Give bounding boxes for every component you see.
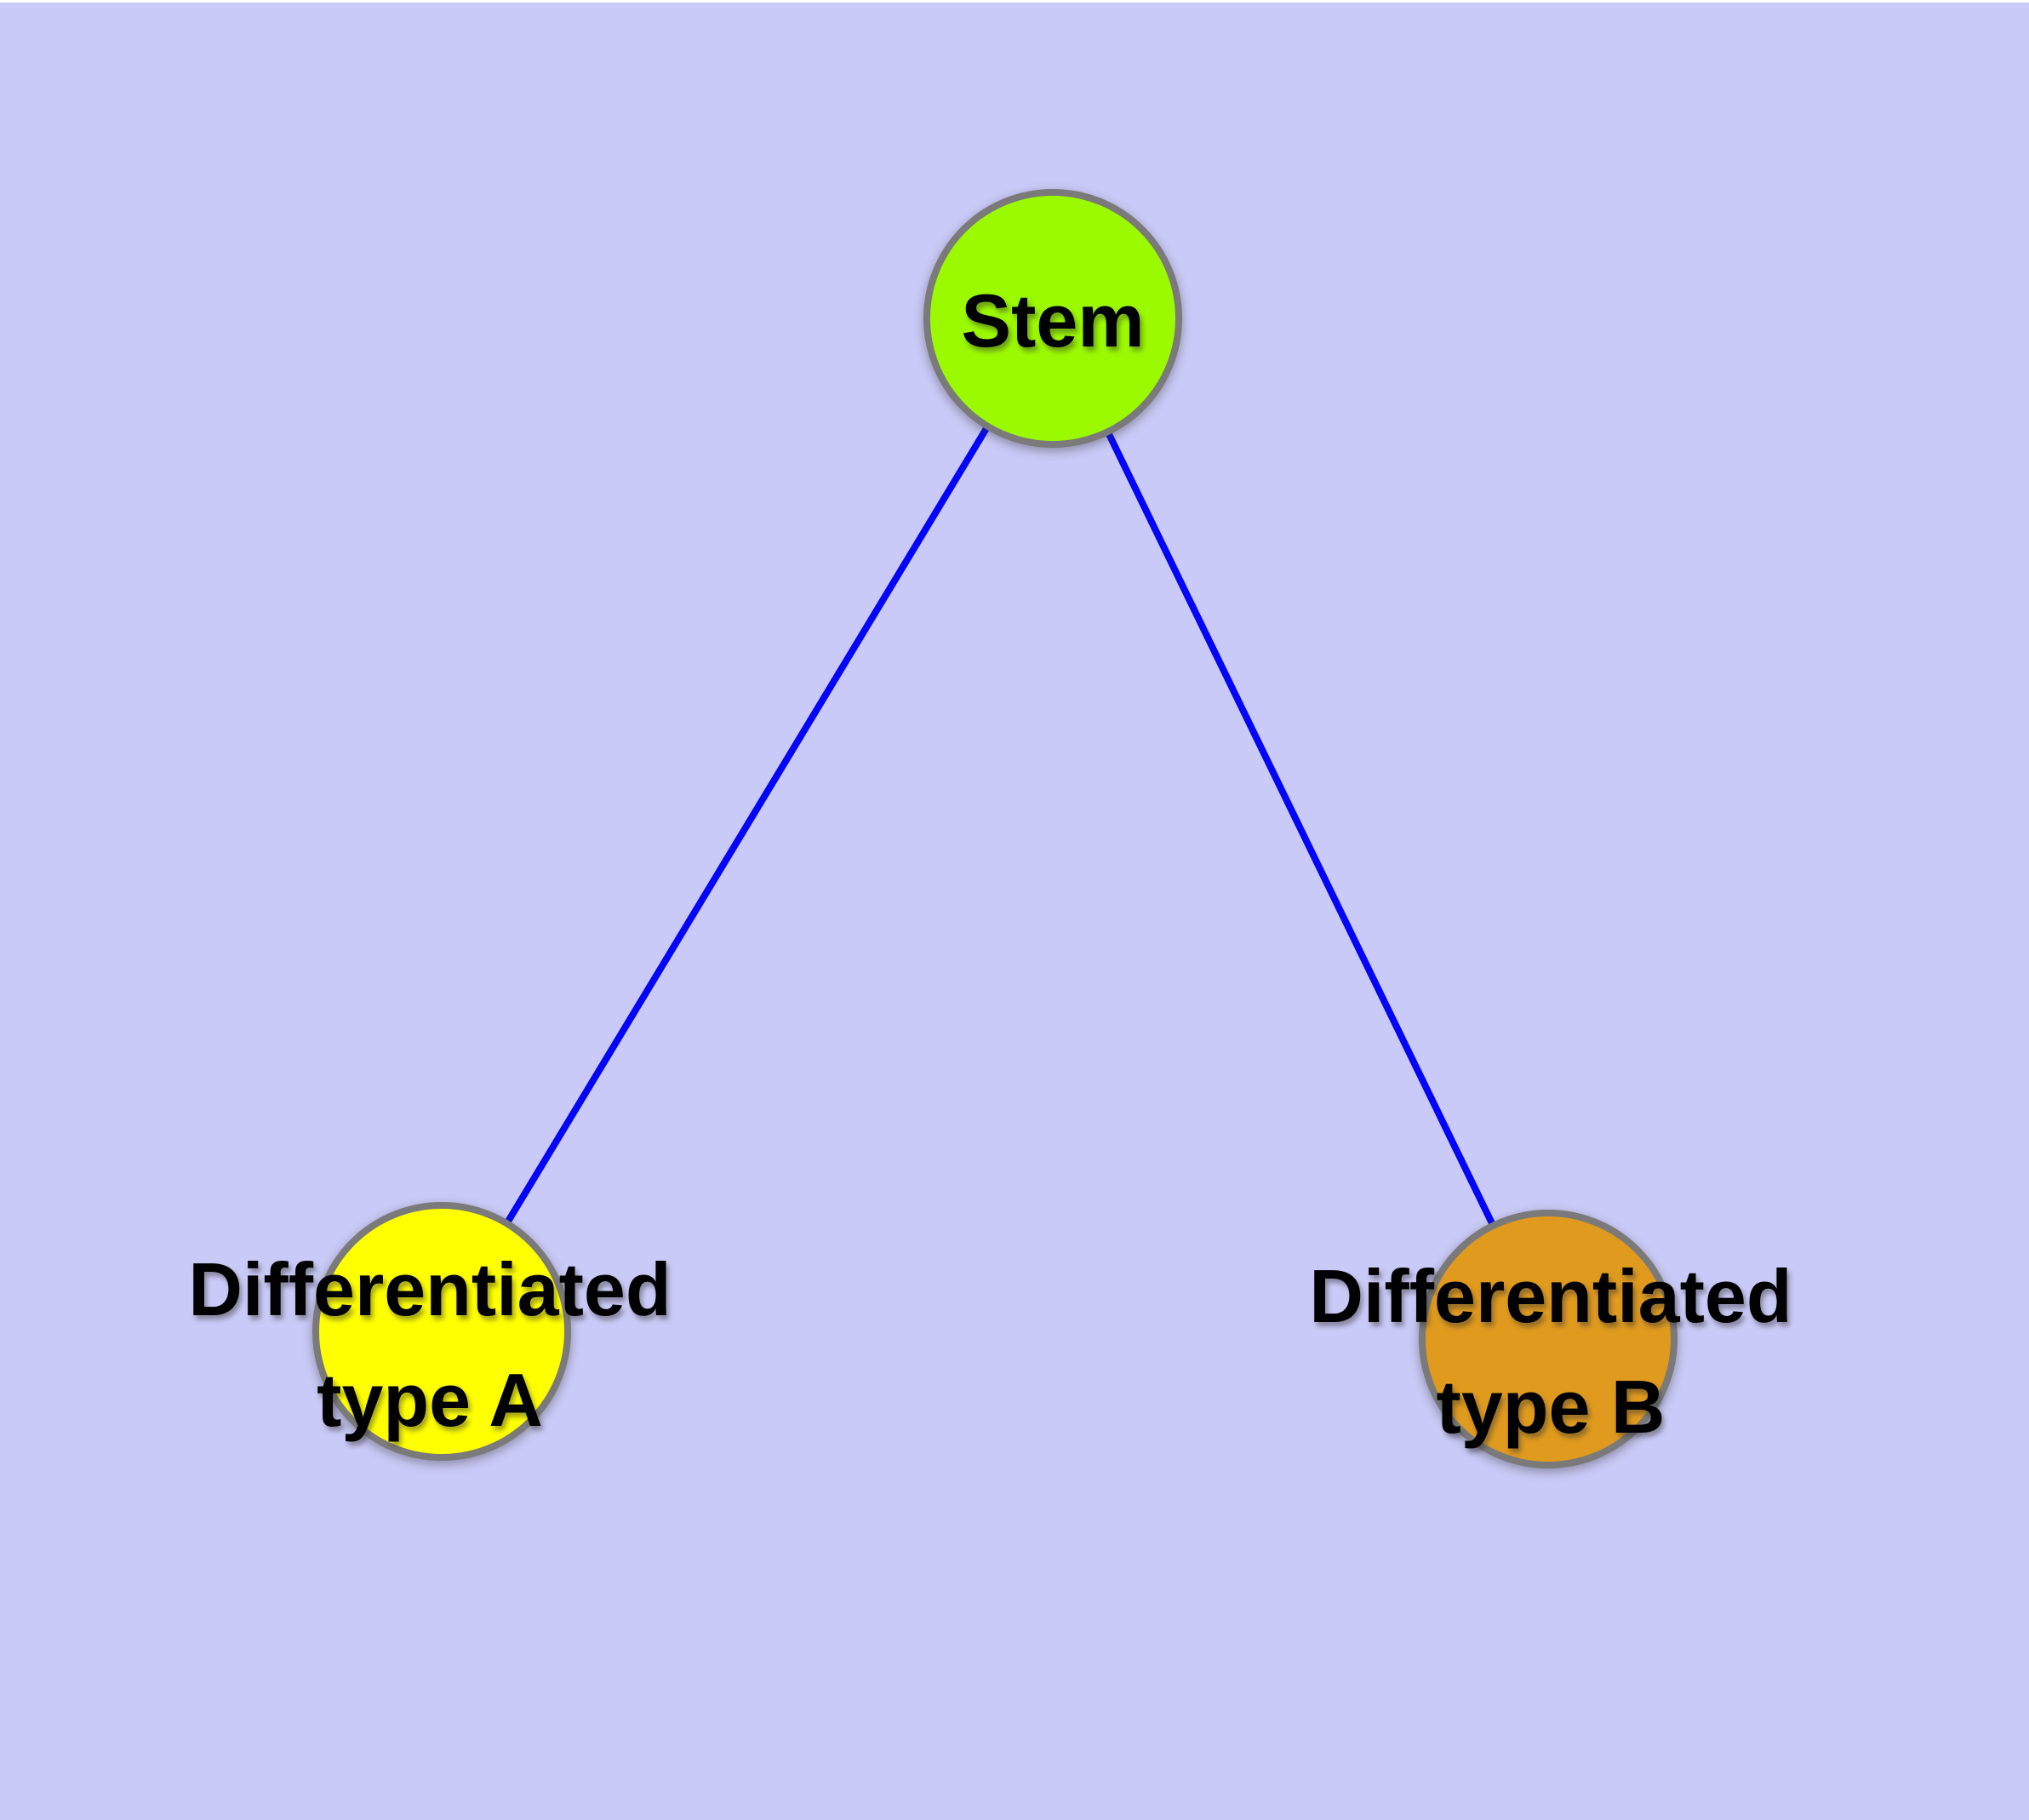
top-border-strip [0, 0, 2029, 3]
node-type-b-label-line1: Differentiated [1309, 1254, 1792, 1338]
node-type-a-label-line1: Differentiated [188, 1247, 671, 1331]
node-differentiated-type-a[interactable] [312, 1202, 571, 1461]
node-type-a-label-line2: type A [317, 1358, 543, 1442]
node-differentiated-type-b[interactable] [1419, 1210, 1677, 1468]
edge-stem-to-type-a [438, 316, 1056, 1334]
node-type-b-label-line2: type B [1437, 1365, 1666, 1449]
node-stem[interactable] [923, 189, 1182, 448]
node-type-a-label: Differentiated type A [188, 1247, 671, 1442]
edge-stem-to-type-b [1049, 317, 1552, 1341]
node-stem-label: Stem [961, 278, 1144, 363]
node-type-b-label: Differentiated type B [1309, 1254, 1792, 1449]
